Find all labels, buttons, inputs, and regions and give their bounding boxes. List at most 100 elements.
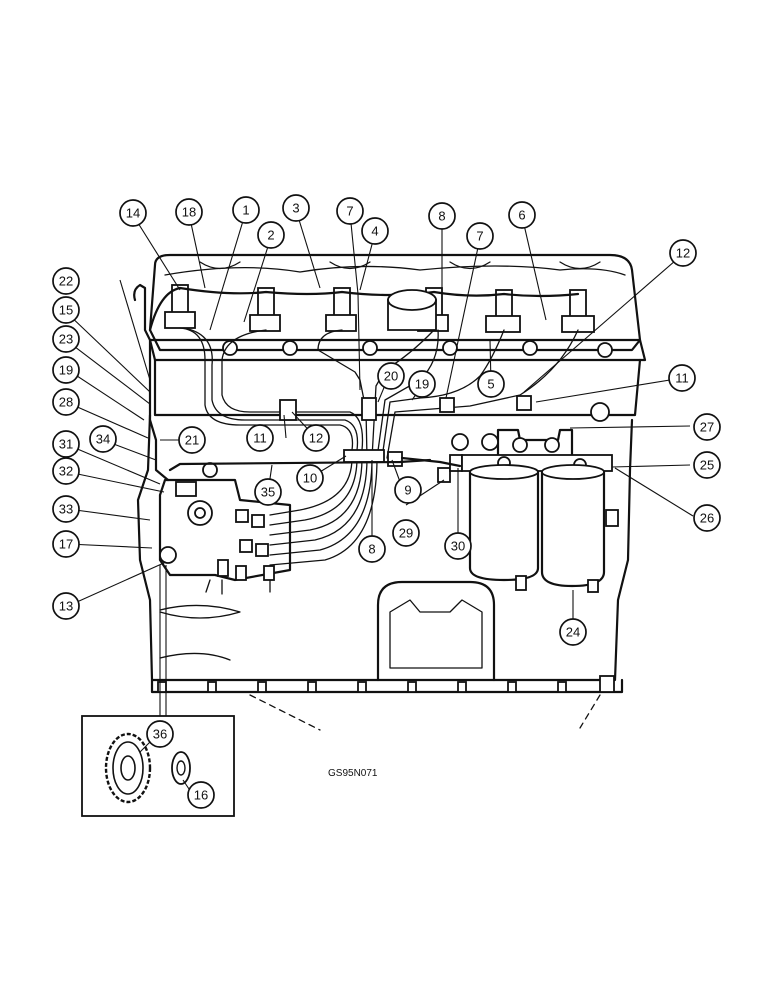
callout-6: 6 (508, 201, 536, 229)
svg-text:20: 20 (384, 369, 398, 384)
svg-text:23: 23 (59, 332, 73, 347)
svg-text:7: 7 (476, 229, 483, 244)
callout-25: 25 (693, 451, 721, 479)
callout-12a: 12 (302, 424, 330, 452)
svg-text:19: 19 (415, 377, 429, 392)
callout-7b: 7 (466, 222, 494, 250)
water-separator-sensor (605, 509, 619, 527)
callout-32: 32 (52, 457, 80, 485)
svg-text:1: 1 (242, 203, 249, 218)
callout-17: 17 (52, 530, 80, 558)
svg-text:21: 21 (185, 433, 199, 448)
injection-lines (179, 327, 579, 566)
callout-2: 2 (257, 221, 285, 249)
callout-19b: 19 (408, 370, 436, 398)
callout-29: 29 (392, 519, 420, 547)
svg-text:2: 2 (267, 228, 274, 243)
svg-text:25: 25 (700, 458, 714, 473)
svg-text:22: 22 (59, 274, 73, 289)
svg-text:28: 28 (59, 395, 73, 410)
svg-text:11: 11 (675, 371, 689, 386)
callout-9: 9 (394, 476, 422, 504)
callout-33: 33 (52, 495, 80, 523)
gear-nut (171, 751, 191, 785)
head-bolts (222, 340, 613, 422)
callout-15: 15 (52, 296, 80, 324)
injection-pump (158, 462, 292, 595)
svg-text:5: 5 (487, 377, 494, 392)
svg-text:30: 30 (451, 539, 465, 554)
callout-11a: 11 (246, 424, 274, 452)
callout-34: 34 (89, 425, 117, 453)
svg-text:7: 7 (346, 204, 353, 219)
callout-28: 28 (52, 388, 80, 416)
svg-text:17: 17 (59, 537, 73, 552)
fuel-filter-head (451, 428, 613, 472)
fuel-supply-line (400, 456, 462, 468)
svg-text:26: 26 (700, 511, 714, 526)
callout-balloons: 1 2 3 4 5 6 7 7 8 8 9 10 11 11 12 12 13 … (52, 194, 721, 809)
svg-text:16: 16 (194, 788, 208, 803)
svg-text:3: 3 (292, 201, 299, 216)
fuel-filter-right (540, 464, 606, 593)
svg-text:35: 35 (261, 485, 275, 500)
svg-text:12: 12 (676, 246, 690, 261)
svg-text:8: 8 (438, 209, 445, 224)
callout-23: 23 (52, 325, 80, 353)
callout-3: 3 (282, 194, 310, 222)
svg-text:12: 12 (309, 431, 323, 446)
svg-text:8: 8 (368, 542, 375, 557)
callout-22: 22 (52, 267, 80, 295)
svg-text:32: 32 (59, 464, 73, 479)
callout-12b: 12 (669, 239, 697, 267)
callout-19a: 19 (52, 356, 80, 384)
callout-26: 26 (693, 504, 721, 532)
callout-20: 20 (377, 362, 405, 390)
callout-5: 5 (477, 370, 505, 398)
callout-8a: 8 (428, 202, 456, 230)
callout-10: 10 (296, 464, 324, 492)
svg-text:6: 6 (518, 208, 525, 223)
svg-text:29: 29 (399, 526, 413, 541)
svg-text:24: 24 (566, 625, 580, 640)
svg-text:34: 34 (96, 432, 110, 447)
svg-text:33: 33 (59, 502, 73, 517)
svg-text:15: 15 (59, 303, 73, 318)
callout-21: 21 (178, 426, 206, 454)
callout-18: 18 (175, 198, 203, 226)
callout-4: 4 (361, 217, 389, 245)
callout-30: 30 (444, 532, 472, 560)
callout-7a: 7 (336, 197, 364, 225)
fuel-filter-left (468, 464, 540, 591)
injector-2 (249, 287, 281, 332)
callout-14: 14 (119, 199, 147, 227)
svg-text:9: 9 (404, 483, 411, 498)
figure-id: GS95N071 (328, 768, 378, 779)
svg-text:4: 4 (371, 224, 378, 239)
svg-text:18: 18 (182, 205, 196, 220)
callout-11b: 11 (668, 364, 696, 392)
callout-8b: 8 (358, 535, 386, 563)
valve-cover (148, 253, 647, 422)
svg-text:14: 14 (126, 206, 140, 221)
pan-bolts (157, 675, 615, 693)
callout-16: 16 (187, 781, 215, 809)
injector-6 (561, 289, 595, 333)
svg-text:13: 13 (59, 599, 73, 614)
svg-text:11: 11 (253, 431, 267, 446)
leak-off-line (133, 283, 170, 482)
callout-27: 27 (693, 413, 721, 441)
svg-text:27: 27 (700, 420, 714, 435)
oil-filler-cap (387, 289, 437, 331)
callout-31: 31 (52, 430, 80, 458)
injector-3 (325, 287, 357, 332)
callout-36: 36 (146, 720, 174, 748)
svg-text:10: 10 (303, 471, 317, 486)
engine-block (136, 413, 634, 731)
svg-text:36: 36 (153, 727, 167, 742)
pump-drive-gear (104, 732, 152, 804)
callout-1: 1 (232, 196, 260, 224)
injector-1 (164, 284, 196, 329)
callout-24: 24 (559, 618, 587, 646)
